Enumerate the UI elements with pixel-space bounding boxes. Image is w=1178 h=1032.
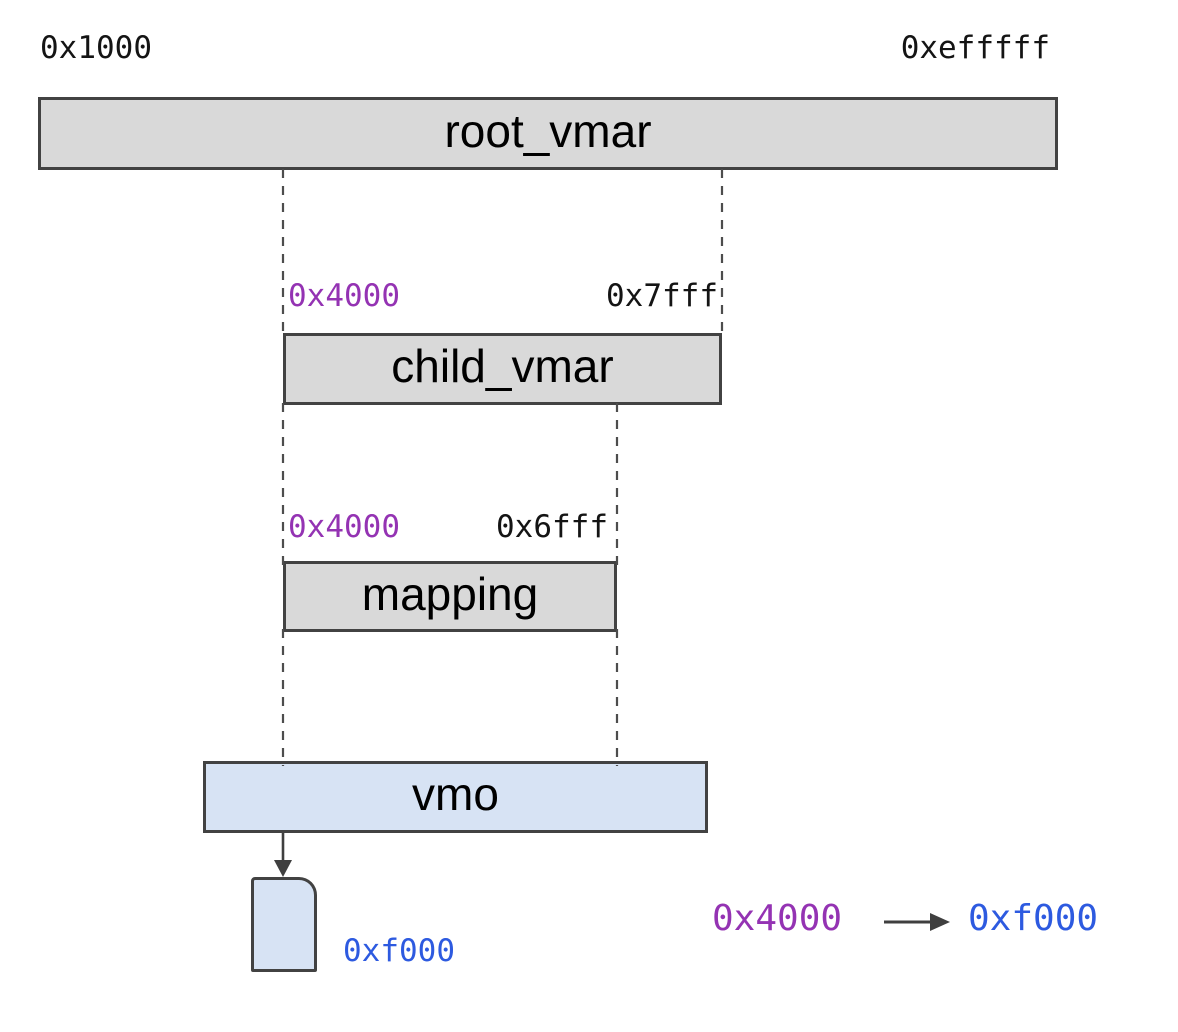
- address-space-start-label: 0x1000: [40, 30, 152, 66]
- child-vmar-region: child_vmar: [283, 333, 722, 405]
- map-note-arrow: [884, 913, 950, 931]
- vmo-page-address-label: 0xf000: [343, 933, 455, 969]
- map-note-from-address: 0x4000: [712, 898, 843, 939]
- vmo-page-shape: [251, 877, 317, 972]
- root-vmar-label: root_vmar: [444, 104, 652, 157]
- vmo-to-page-arrow: [274, 833, 292, 877]
- address-space-end-label: 0xefffff: [900, 30, 1050, 66]
- mapping-label: mapping: [361, 567, 539, 620]
- child-vmar-end-address: 0x7fff: [606, 278, 718, 314]
- child-vmar-label: child_vmar: [391, 340, 614, 392]
- mapping-end-address: 0x6fff: [496, 509, 608, 545]
- vmo-region: vmo: [203, 761, 708, 833]
- vmo-label: vmo: [412, 768, 499, 820]
- root-vmar-region: root_vmar: [38, 97, 1058, 170]
- mapping-start-address: 0x4000: [288, 509, 400, 545]
- child-vmar-start-address: 0x4000: [288, 278, 400, 314]
- mapping-region: mapping: [283, 561, 617, 632]
- map-note-to-address: 0xf000: [968, 898, 1099, 939]
